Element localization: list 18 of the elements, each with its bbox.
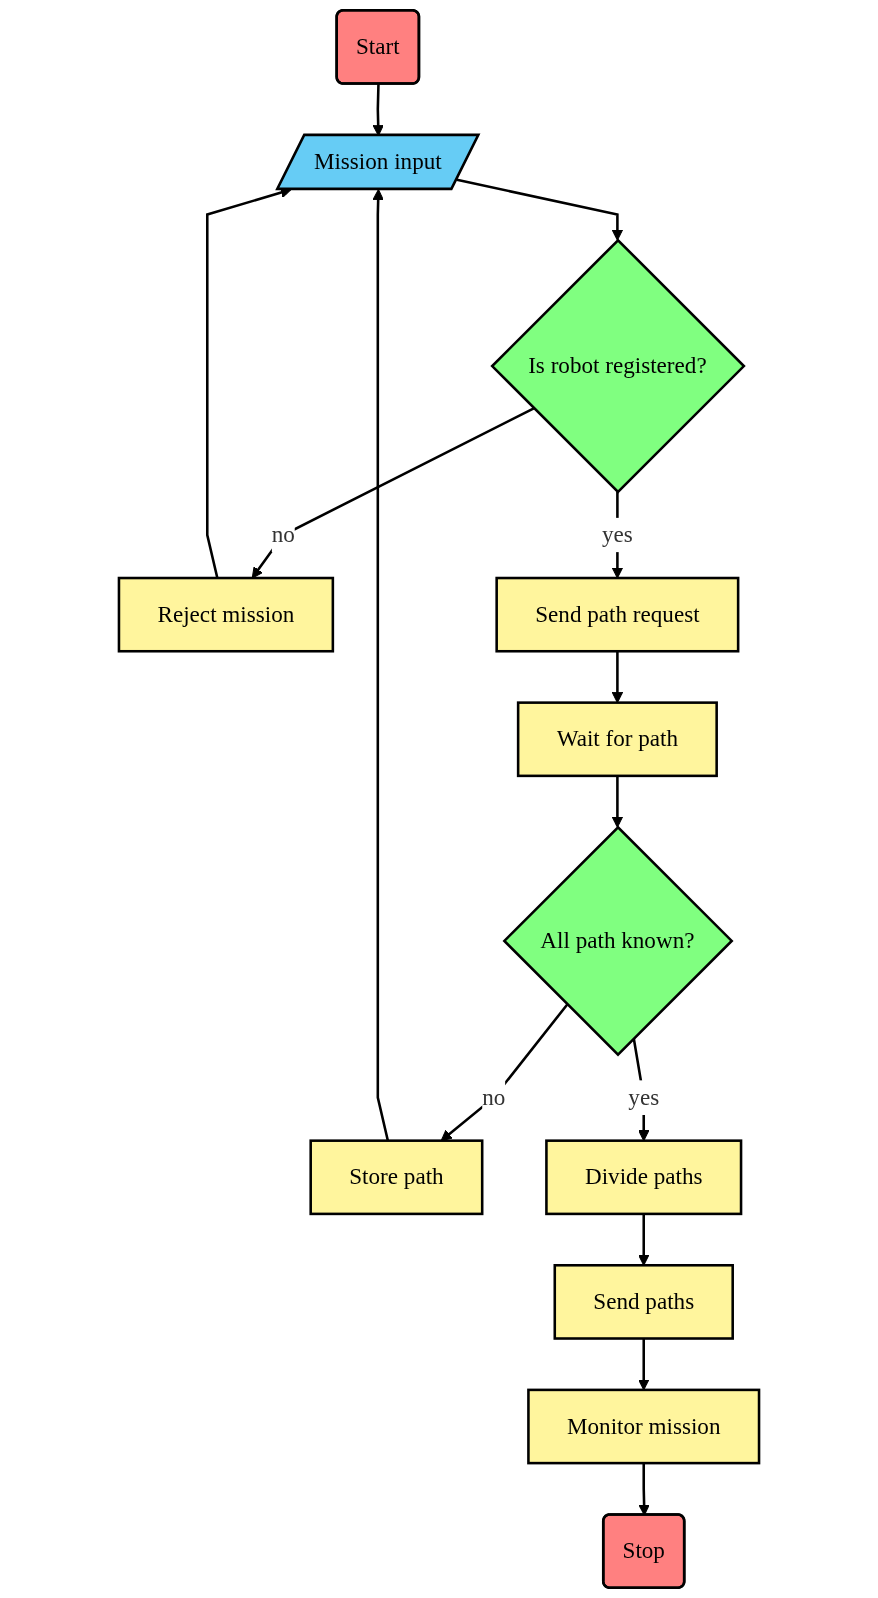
node-box: Divide paths	[545, 1139, 743, 1216]
arrow	[611, 775, 624, 828]
arrow	[372, 188, 390, 1141]
arrow	[638, 1213, 650, 1266]
node-box: Send path request	[495, 576, 740, 653]
edge-label: no	[482, 1084, 506, 1110]
arrow	[251, 407, 535, 579]
edge-label: no	[271, 521, 295, 548]
node-box: Monitor mission	[527, 1388, 761, 1465]
node-diamond: All path known?	[502, 825, 734, 1057]
node-diamond: Is robot registered?	[490, 238, 746, 494]
node-box: Wait for path	[516, 701, 718, 778]
node-box: Send paths	[553, 1264, 734, 1340]
edge-label: yes	[628, 1084, 660, 1110]
edge-label: yes	[601, 521, 633, 548]
arrow	[456, 178, 624, 241]
node-box: Store path	[309, 1139, 484, 1216]
node-box: Reject mission	[117, 576, 335, 653]
